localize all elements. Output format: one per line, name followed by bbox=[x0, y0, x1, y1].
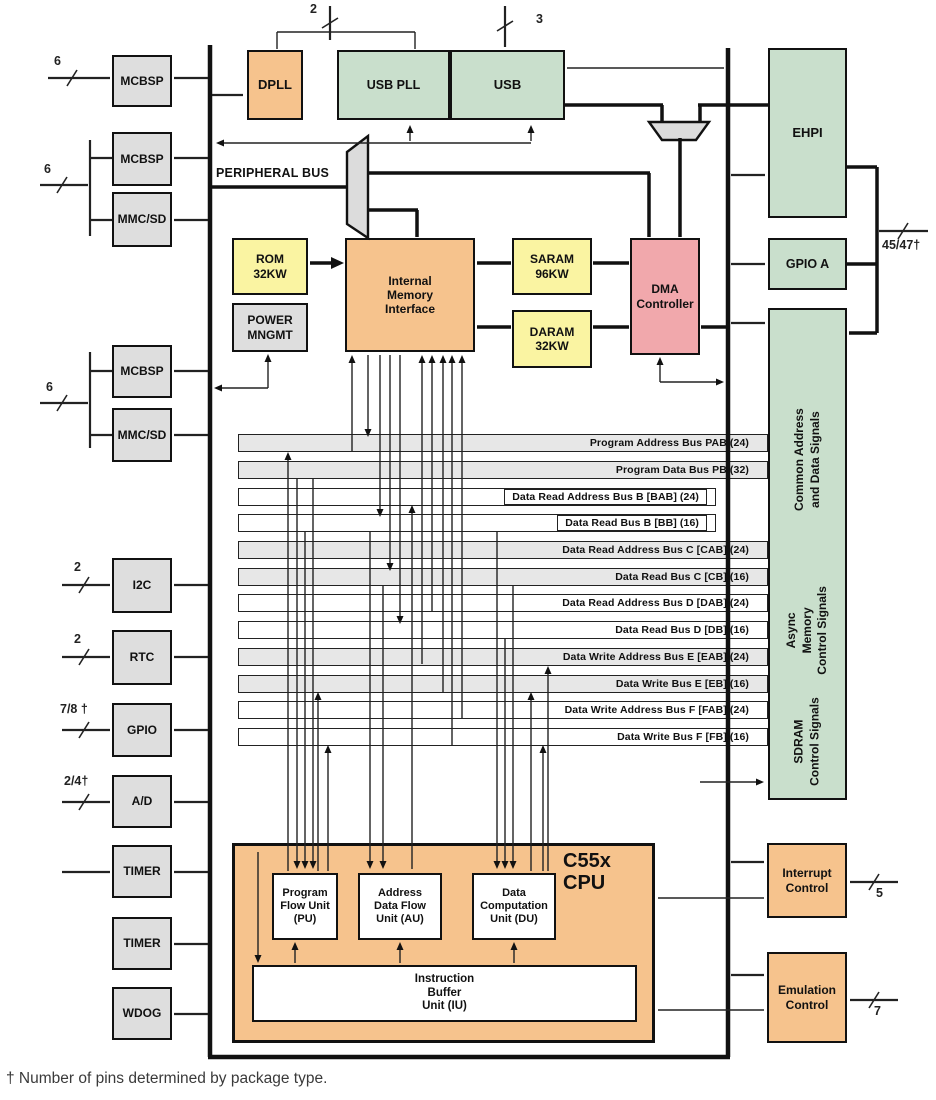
usb-block: USB bbox=[450, 50, 565, 120]
port-count-mcbsp1: 6 bbox=[54, 54, 61, 68]
mmcsd-block: MMC/SD bbox=[112, 192, 172, 247]
wdog-block: WDOG bbox=[112, 987, 172, 1040]
bus-bar-4: Data Read Bus B [BB] (16) bbox=[238, 514, 716, 532]
bus-label: Data Write Bus F [FB] (16) bbox=[617, 730, 749, 743]
bus-label: Data Write Address Bus E [EAB] (24) bbox=[562, 650, 749, 663]
ad-block: A/D bbox=[112, 775, 172, 828]
bus-label: Data Read Address Bus D [DAB] (24) bbox=[562, 596, 749, 609]
rtc-block: RTC bbox=[112, 630, 172, 685]
mcbsp-block: MCBSP bbox=[112, 345, 172, 398]
dpll-block: DPLL bbox=[247, 50, 303, 120]
power-mngmt-block: POWER MNGMT bbox=[232, 303, 308, 352]
port-count-emulation: 7 bbox=[874, 1004, 881, 1018]
port-count-top-dpll: 2 bbox=[310, 2, 317, 16]
bus-label: Data Read Bus C [CB] (16) bbox=[615, 570, 749, 583]
bus-label: Program Address Bus PAB (24) bbox=[589, 436, 749, 449]
port-count-mcbsp-mmc1: 6 bbox=[44, 162, 51, 176]
bus-label: Data Write Address Bus F [FAB] (24) bbox=[564, 703, 749, 716]
port-count-rtc: 2 bbox=[74, 632, 81, 646]
bus-label: Program Data Bus PB (32) bbox=[615, 463, 749, 476]
bus-label: Data Read Address Bus C [CAB] (24) bbox=[562, 543, 749, 556]
gpio-a-block: GPIO A bbox=[768, 238, 847, 290]
mcbsp-block: MCBSP bbox=[112, 55, 172, 107]
daram-block: DARAM 32KW bbox=[512, 310, 592, 368]
timer-block: TIMER bbox=[112, 917, 172, 970]
mcbsp-block: MCBSP bbox=[112, 132, 172, 186]
footnote: † Number of pins determined by package t… bbox=[6, 1070, 328, 1087]
bus-label: Data Write Bus E [EB] (16) bbox=[615, 677, 749, 690]
cpu-title: C55x CPU bbox=[563, 850, 611, 895]
signals-panel bbox=[768, 308, 847, 800]
port-count-ad: 2/4† bbox=[64, 774, 89, 788]
port-count-mcbsp-mmc2: 6 bbox=[46, 380, 53, 394]
internal-memory-interface-block: Internal Memory Interface bbox=[345, 238, 475, 352]
bus-label: Data Read Address Bus B [BAB] (24) bbox=[504, 488, 707, 505]
port-count-interrupt: 5 bbox=[876, 886, 883, 900]
port-count-hpi: 45/47† bbox=[882, 238, 921, 252]
bus-bar-3: Data Read Address Bus B [BAB] (24) bbox=[238, 488, 716, 506]
emulation-control-block: Emulation Control bbox=[767, 952, 847, 1043]
bus-label: Data Read Bus B [BB] (16) bbox=[557, 514, 707, 531]
gpio-block: GPIO bbox=[112, 703, 172, 757]
port-count-gpio: 7/8 † bbox=[60, 702, 88, 716]
bus-bar-2: Program Data Bus PB (32) bbox=[238, 461, 768, 479]
saram-block: SARAM 96KW bbox=[512, 238, 592, 295]
instruction-buffer-unit-block: Instruction Buffer Unit (IU) bbox=[252, 965, 637, 1022]
dma-controller-block: DMA Controller bbox=[630, 238, 700, 355]
timer-block: TIMER bbox=[112, 845, 172, 898]
peripheral-bus-label: PERIPHERAL BUS bbox=[216, 166, 330, 180]
mmcsd-block: MMC/SD bbox=[112, 408, 172, 462]
rom-block: ROM 32KW bbox=[232, 238, 308, 295]
usb-pll-block: USB PLL bbox=[337, 50, 450, 120]
bus-bar-1: Program Address Bus PAB (24) bbox=[238, 434, 768, 452]
program-flow-unit-block: Program Flow Unit (PU) bbox=[272, 873, 338, 940]
port-count-i2c: 2 bbox=[74, 560, 81, 574]
data-computation-unit-block: Data Computation Unit (DU) bbox=[472, 873, 556, 940]
ehpi-block: EHPI bbox=[768, 48, 847, 218]
interrupt-control-block: Interrupt Control bbox=[767, 843, 847, 918]
address-data-flow-unit-block: Address Data Flow Unit (AU) bbox=[358, 873, 442, 940]
i2c-block: I2C bbox=[112, 558, 172, 613]
bus-label: Data Read Bus D [DB] (16) bbox=[615, 623, 749, 636]
port-count-top-usb: 3 bbox=[536, 12, 543, 26]
